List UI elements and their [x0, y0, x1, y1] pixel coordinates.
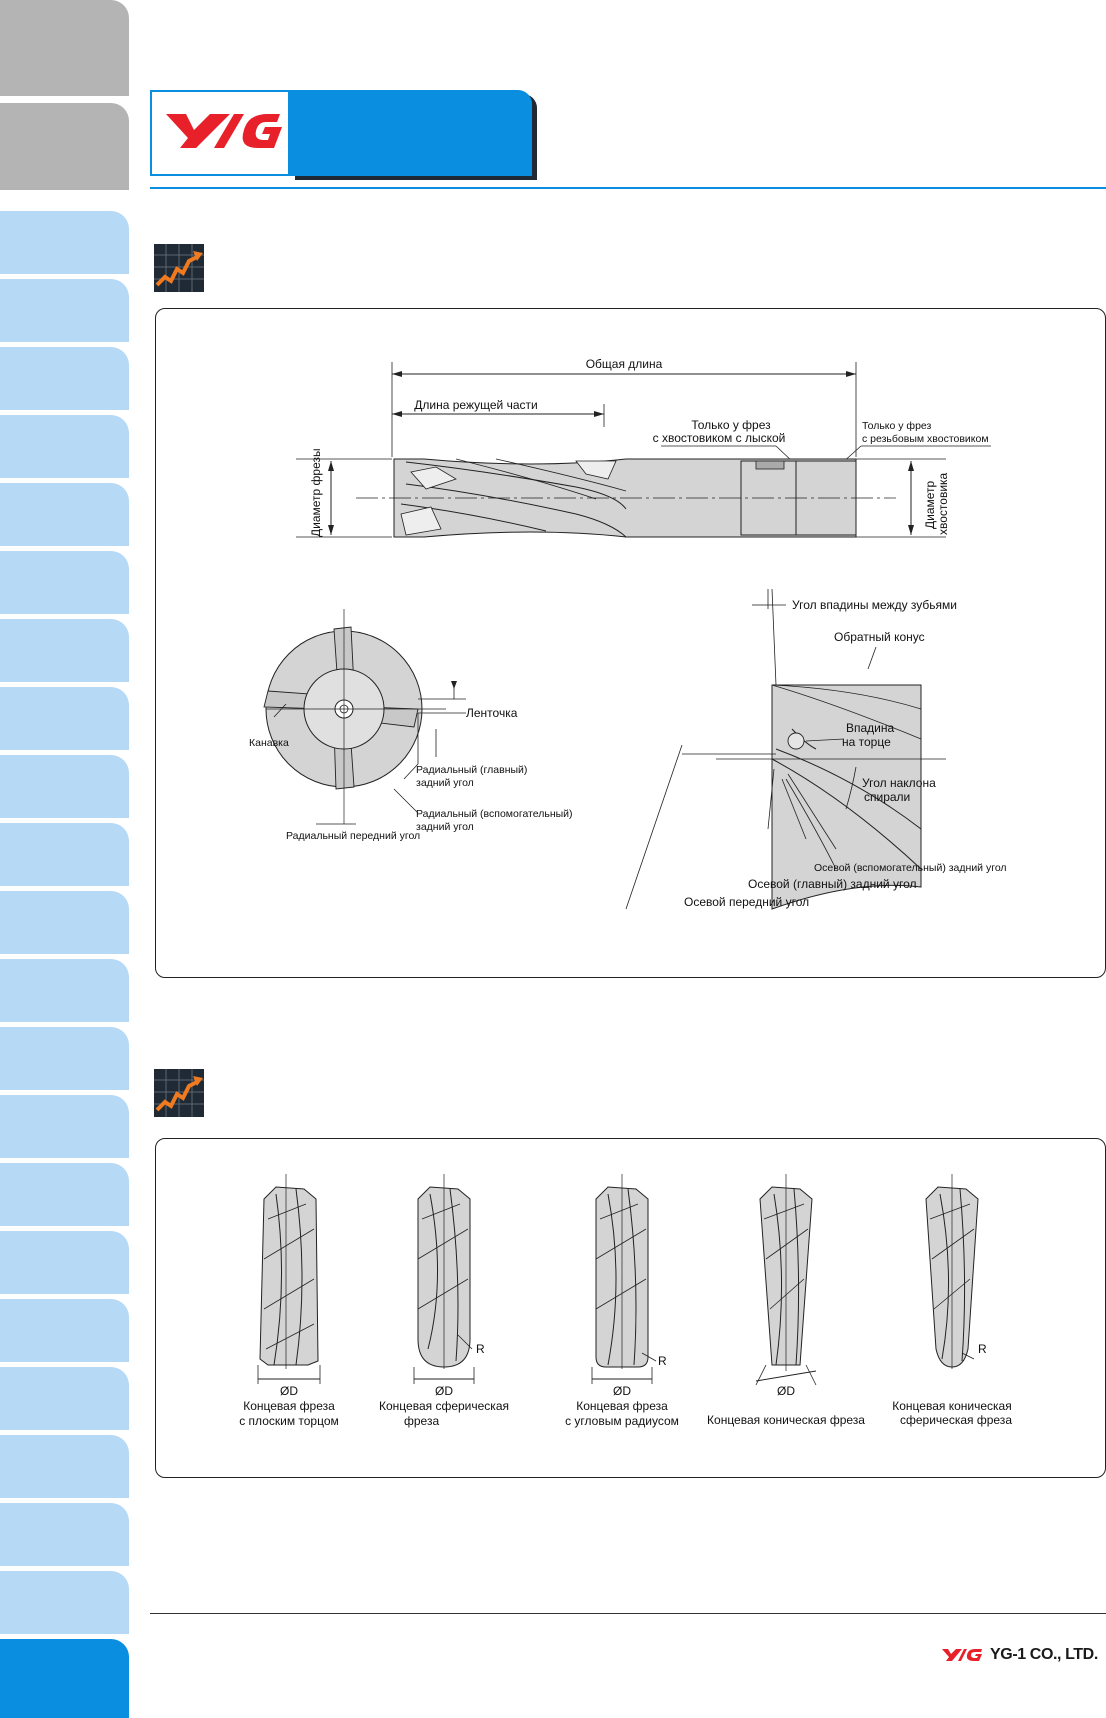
- tool-types-panel: ØD Концевая фреза с плоским торцом R ØD …: [155, 1138, 1106, 1478]
- tool-5-name-line2: сферическая фреза: [900, 1413, 1012, 1427]
- header-title-block: [290, 90, 532, 176]
- side-tab-17[interactable]: [0, 1163, 129, 1226]
- helix-line1: Угол наклона: [862, 776, 936, 790]
- radial-primary-line1: Радиальный (главный): [416, 764, 527, 776]
- tool-3-dimension: ØD: [613, 1384, 631, 1398]
- tool-2-radius: R: [476, 1342, 485, 1356]
- cross-section-view: Ленточка Канавка Радиальный (главный) за…: [249, 609, 573, 842]
- side-tab-5[interactable]: [0, 347, 129, 410]
- axial-primary-label: Осевой (главный) задний угол: [748, 877, 916, 891]
- side-tab-active[interactable]: [0, 1639, 129, 1718]
- side-tab-14[interactable]: [0, 959, 129, 1022]
- mill-diameter-label: Диаметр фрезы: [309, 448, 323, 537]
- axial-rake-label: Осевой передний угол: [684, 895, 809, 909]
- helix-line2: спирали: [864, 790, 910, 804]
- yg-logo-icon: [942, 1648, 982, 1661]
- side-tab-18[interactable]: [0, 1231, 129, 1294]
- tool-3-radius: R: [658, 1354, 667, 1368]
- overall-length-label: Общая длина: [586, 357, 663, 371]
- header-rule: [150, 187, 1106, 189]
- company-name: YG-1 CO., LTD.: [990, 1646, 1098, 1663]
- tool-2-dimension: ØD: [435, 1384, 453, 1398]
- side-tab-20[interactable]: [0, 1367, 129, 1430]
- axial-view: Угол впадины между зубьями Обратный кону…: [625, 588, 1007, 910]
- side-tab-1[interactable]: [0, 0, 129, 96]
- thread-shank-note-line1: Только у фрез: [862, 420, 932, 432]
- tool-2-name-line1: Концевая сферическая: [379, 1399, 509, 1413]
- side-tab-21[interactable]: [0, 1435, 129, 1498]
- flat-shank-note-line2: с хвостовиком с лыской: [653, 431, 786, 445]
- side-tab-4[interactable]: [0, 279, 129, 342]
- side-tab-6[interactable]: [0, 415, 129, 478]
- flute-label: Канавка: [249, 737, 289, 749]
- chart-icon: [153, 243, 205, 293]
- gash-angle-label: Угол впадины между зубьями: [792, 598, 957, 612]
- cutting-length-label: Длина режущей части: [414, 398, 537, 412]
- side-tab-16[interactable]: [0, 1095, 129, 1158]
- radial-secondary-line2: задний угол: [416, 821, 474, 833]
- tool-types-diagram: ØD Концевая фреза с плоским торцом R ØD …: [239, 1174, 1012, 1428]
- tool-corner-radius-end-mill: R ØD Концевая фреза с угловым радиусом: [565, 1174, 679, 1428]
- tool-2-name-line2: фреза: [404, 1414, 439, 1428]
- shank-diameter-label-line2: хвостовика: [936, 472, 950, 535]
- yg-logo: [150, 90, 290, 176]
- chart-icon: [153, 1068, 205, 1118]
- side-tab-7[interactable]: [0, 483, 129, 546]
- footer-rule: [150, 1613, 1106, 1614]
- margin-label: Ленточка: [466, 706, 518, 720]
- end-gash-line2: на торце: [842, 735, 891, 749]
- end-mill-geometry-diagram: Общая длина Длина режущей части Только у…: [249, 357, 1007, 910]
- side-tab-10[interactable]: [0, 687, 129, 750]
- side-tab-23[interactable]: [0, 1571, 129, 1634]
- tool-flat-end-mill: ØD Концевая фреза с плоским торцом: [239, 1174, 339, 1428]
- side-tab-15[interactable]: [0, 1027, 129, 1090]
- side-tab-13[interactable]: [0, 891, 129, 954]
- tool-1-name-line2: с плоским торцом: [239, 1414, 339, 1428]
- tool-ball-end-mill: R ØD Концевая сферическая фреза: [379, 1174, 509, 1428]
- tool-1-name-line1: Концевая фреза: [243, 1399, 335, 1413]
- radial-rake-label: Радиальный передний угол: [286, 830, 420, 842]
- tool-3-name-line2: с угловым радиусом: [565, 1414, 679, 1428]
- geometry-panel: Общая длина Длина режущей части Только у…: [155, 308, 1106, 978]
- axial-secondary-label: Осевой (вспомогательный) задний угол: [814, 862, 1007, 874]
- back-taper-label: Обратный конус: [834, 630, 925, 644]
- side-tab-9[interactable]: [0, 619, 129, 682]
- side-tab-11[interactable]: [0, 755, 129, 818]
- footer-brand: YG-1 CO., LTD.: [940, 1646, 1098, 1664]
- header-banner: [150, 90, 540, 176]
- tool-3-name-line1: Концевая фреза: [576, 1399, 668, 1413]
- radial-secondary-line1: Радиальный (вспомогательный): [416, 808, 573, 820]
- thread-shank-note-line2: с резьбовым хвостовиком: [862, 433, 989, 445]
- side-tab-19[interactable]: [0, 1299, 129, 1362]
- side-tab-3[interactable]: [0, 211, 129, 274]
- end-gash-line1: Впадина: [846, 721, 895, 735]
- tool-4-name-line1: Концевая коническая фреза: [707, 1413, 865, 1427]
- radial-primary-line2: задний угол: [416, 777, 474, 789]
- tool-tapered-ball-end-mill: R Концевая коническая сферическая фреза: [892, 1174, 1012, 1427]
- flat-shank-note-line1: Только у фрез: [691, 418, 771, 432]
- side-tab-2[interactable]: [0, 103, 129, 190]
- shank-diameter-label-line1: Диаметр: [923, 480, 937, 529]
- tool-1-dimension: ØD: [280, 1384, 298, 1398]
- tool-tapered-end-mill: ØD Концевая коническая фреза: [707, 1174, 865, 1427]
- tool-4-dimension: ØD: [777, 1384, 795, 1398]
- side-tab-8[interactable]: [0, 551, 129, 614]
- side-view: Общая длина Длина режущей части Только у…: [296, 357, 991, 538]
- side-tab-22[interactable]: [0, 1503, 129, 1566]
- side-tab-12[interactable]: [0, 823, 129, 886]
- tool-5-name-line1: Концевая коническая: [892, 1399, 1011, 1413]
- tool-5-radius: R: [978, 1342, 987, 1356]
